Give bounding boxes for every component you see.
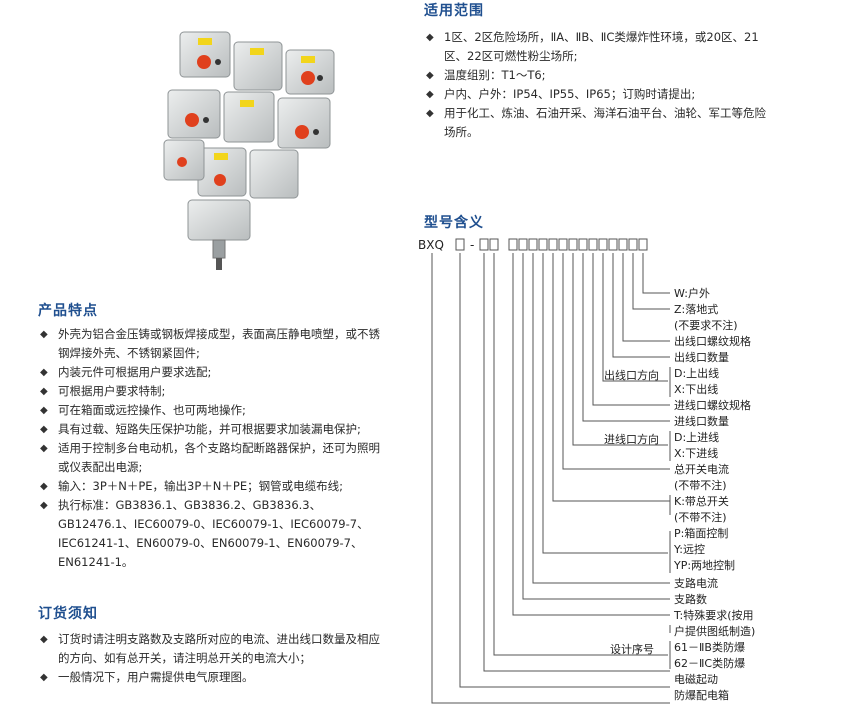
application-item: 温度组别：T1～T6; <box>424 66 770 85</box>
label-w: W:户外 <box>674 286 710 300</box>
label-main-current-note: (不带不注) <box>674 478 727 492</box>
product-photo <box>163 31 335 270</box>
label-p: P:箱面控制 <box>674 526 728 540</box>
model-title: 型号含义 <box>424 215 484 231</box>
code-box <box>479 238 489 251</box>
label-z: Z:落地式 <box>674 303 718 316</box>
label-box: 防爆配电箱 <box>674 688 729 702</box>
label-in-dir: 进线口方向 <box>604 432 659 446</box>
application-title: 适用范围 <box>424 3 484 19</box>
product-features-list: 外壳为铝合金压铸或钢板焊接成型，表面高压静电喷塑，或不锈钢焊接外壳、不锈钢紧固件… <box>38 325 390 572</box>
application-item: 用于化工、炼油、石油开采、海洋石油平台、油轮、军工等危险场所。 <box>424 104 770 142</box>
label-t: T:特殊要求(按用 <box>673 608 754 622</box>
svg-text:-: - <box>470 238 474 252</box>
label-d61: 61－ⅡB类防爆 <box>674 640 745 654</box>
application-list: 1区、2区危险场所，ⅡA、ⅡB、ⅡC类爆炸性环境，或20区、21区、22区可燃性… <box>424 28 770 142</box>
feature-item: 适用于控制多台电动机，各个支路均配断路器保护，还可为照明或仪表配出电源; <box>38 439 390 477</box>
label-in-d: D:上进线 <box>674 430 719 444</box>
feature-item: 可根据用户要求特制; <box>38 382 390 401</box>
label-out-d: D:上出线 <box>674 366 719 380</box>
label-in-x: X:下进线 <box>674 446 718 460</box>
feature-item: 内装元件可根据用户要求选配; <box>38 363 390 382</box>
label-d62: 62－ⅡC类防爆 <box>674 656 745 670</box>
code-box <box>455 238 465 251</box>
feature-item: 外壳为铝合金压铸或钢板焊接成型，表面高压静电喷塑，或不锈钢焊接外壳、不锈钢紧固件… <box>38 325 390 363</box>
code-prefix: BXQ <box>418 238 444 252</box>
label-k: K:带总开关 <box>674 494 729 508</box>
label-out-x: X:下出线 <box>674 382 718 396</box>
ordering-item: 订货时请注明支路数及支路所对应的电流、进出线口数量及相应的方向、如有总开关，请注… <box>38 630 390 668</box>
label-y: Y:远控 <box>673 542 705 556</box>
application-item: 1区、2区危险场所，ⅡA、ⅡB、ⅡC类爆炸性环境，或20区、21区、22区可燃性… <box>424 28 770 66</box>
ordering-list: 订货时请注明支路数及支路所对应的电流、进出线口数量及相应的方向、如有总开关，请注… <box>38 630 390 687</box>
ordering-title: 订货须知 <box>38 606 98 622</box>
label-em: 电磁起动 <box>674 673 718 686</box>
feature-item: 输入：3P＋N＋PE，输出3P＋N＋PE；钢管或电缆布线; <box>38 477 390 496</box>
label-design: 设计序号 <box>610 642 654 656</box>
label-k-note: (不带不注) <box>674 510 727 524</box>
label-branch-count: 支路数 <box>674 593 707 606</box>
feature-item: 可在箱面或远控操作、也可两地操作; <box>38 401 390 420</box>
code-box <box>489 238 499 251</box>
feature-item: 执行标准：GB3836.1、GB3836.2、GB3836.3、GB12476.… <box>38 496 390 572</box>
feature-item: 具有过载、短路失压保护功能，并可根据要求加装漏电保护; <box>38 420 390 439</box>
label-yp: YP:两地控制 <box>673 558 735 572</box>
label-in-thread: 进线口螺纹规格 <box>674 398 751 412</box>
label-t2: 户提供图纸制造) <box>674 624 755 638</box>
ordering-item: 一般情况下，用户需提供电气原理图。 <box>38 668 390 687</box>
label-branch-current: 支路电流 <box>674 576 718 590</box>
label-out-dir: 出线口方向 <box>604 368 659 382</box>
label-out-count: 出线口数量 <box>674 350 729 364</box>
product-features-title: 产品特点 <box>38 303 98 319</box>
label-z-note: (不要求不注) <box>674 318 738 332</box>
label-in-count: 进线口数量 <box>674 414 729 428</box>
application-item: 户内、户外：IP54、IP55、IP65；订购时请提出; <box>424 85 770 104</box>
model-code-diagram: BXQ - W:户外 Z:落地式 (不要求不注) 出线口螺纹规格 出线口数 <box>418 238 755 704</box>
label-main-current: 总开关电流 <box>674 462 729 476</box>
label-out-thread: 出线口螺纹规格 <box>674 334 751 348</box>
